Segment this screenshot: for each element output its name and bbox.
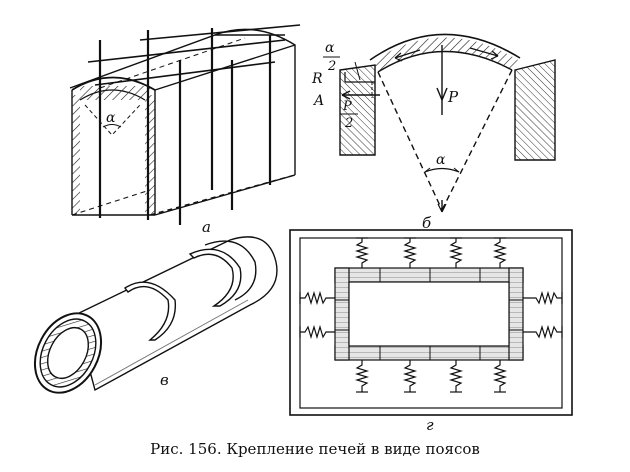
cylinder-body: [74, 236, 278, 392]
panel-b-arch-forces: [339, 33, 556, 213]
R-label: R: [311, 71, 323, 87]
two-label-b: 2: [344, 116, 353, 131]
figure-caption: Рис. 156. Крепление печей в виде поясов: [150, 440, 480, 458]
tie-rods: [87, 24, 301, 86]
panel-g-plan: [289, 229, 573, 416]
right-wall-hatch: [145, 95, 155, 215]
arch-outer: [369, 33, 521, 61]
two-label-a: 2: [327, 59, 336, 74]
alpha-half-label: α: [325, 40, 335, 56]
P-half-label: P: [342, 99, 352, 114]
furnace-back-arch: [214, 28, 296, 175]
masonry-right: [508, 267, 524, 361]
front-vault-hatch: [80, 86, 150, 100]
belt-ring-2: [188, 248, 242, 307]
cylinder-end-inner: [46, 327, 90, 379]
panel-v-cylinder: [33, 236, 278, 394]
alpha-label-a: α: [106, 110, 116, 126]
springs-top: [354, 237, 508, 268]
panel-a-furnace: [69, 24, 301, 225]
panel-a-label: а: [202, 218, 211, 236]
belt-ring-3: [204, 240, 257, 301]
springs-bottom: [354, 360, 508, 393]
panel-v-label: в: [160, 371, 169, 389]
masonry-left: [334, 267, 350, 361]
springs-right: [523, 290, 563, 340]
springs-left: [299, 290, 335, 340]
right-abutment: [514, 59, 556, 161]
masonry-top: [334, 267, 524, 283]
panel-g-label: г: [426, 416, 434, 434]
belt-ring-1: [123, 281, 177, 341]
front-vault: [71, 76, 156, 91]
P-label: P: [447, 88, 459, 106]
masonry-bottom: [334, 345, 524, 361]
left-abutment: [339, 64, 376, 156]
A-label: A: [312, 93, 324, 109]
radial-right: [441, 69, 513, 211]
outer-frame: [289, 229, 573, 416]
left-wall-hatch: [72, 95, 80, 215]
belt-posts: [98, 28, 272, 225]
inner-frame: [299, 237, 563, 409]
radial-left: [377, 71, 443, 211]
alpha-label-b: α: [436, 152, 446, 168]
panel-b-label: б: [422, 214, 432, 232]
